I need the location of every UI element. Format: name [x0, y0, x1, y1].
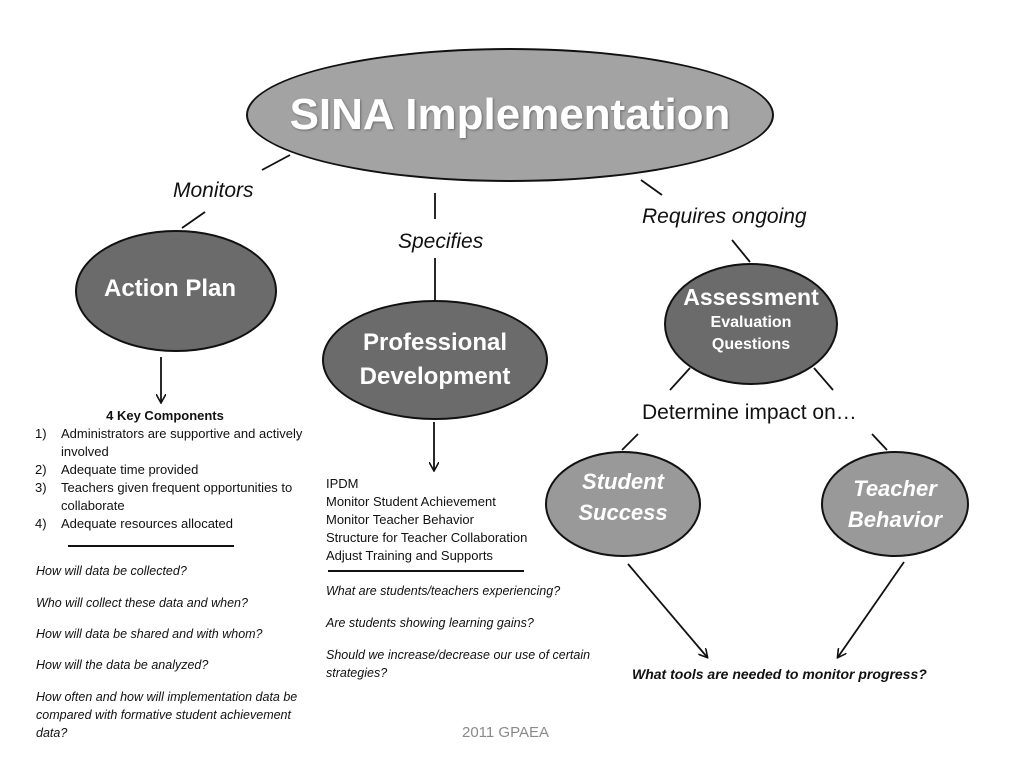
key-components-list: 1)Administrators are supportive and acti…: [35, 425, 305, 533]
page-title: SINA Implementation: [289, 90, 731, 139]
key-components-heading: 4 Key Components: [106, 408, 224, 423]
line-assessment-to-determine-left: [669, 367, 691, 391]
list-item: Structure for Teacher Collaboration: [326, 530, 528, 545]
determine-impact-label: Determine impact on…: [642, 401, 857, 424]
action-plan-question: How often and how will implementation da…: [36, 690, 298, 740]
action-plan-question: Who will collect these data and when?: [36, 596, 248, 610]
arrow-teacher-to-tools: [838, 561, 905, 657]
student-label-line2: Success: [578, 500, 668, 525]
pd-question: Should we increase/decrease our use of c…: [326, 648, 591, 680]
assessment-oval: Assessment Evaluation Questions: [664, 263, 838, 385]
list-item: 1)Administrators are supportive and acti…: [35, 426, 303, 459]
action-plan-question: How will data be collected?: [36, 564, 187, 578]
teacher-label-line2: Behavior: [847, 507, 943, 532]
assessment-label: Assessment: [683, 284, 819, 310]
pd-question: Are students showing learning gains?: [326, 616, 534, 630]
title-oval: SINA Implementation: [246, 48, 774, 182]
line-title-to-monitors: [261, 154, 291, 171]
assessment-sub1: Evaluation: [710, 314, 792, 331]
pd-question: What are students/teachers experiencing?: [326, 584, 561, 598]
list-item: 2)Adequate time provided: [35, 462, 199, 477]
list-item: Monitor Student Achievement: [326, 494, 496, 509]
action-plan-question: How will the data be analyzed?: [36, 658, 209, 672]
list-item: Adjust Training and Supports: [326, 548, 493, 563]
line-determine-to-teacher: [871, 433, 888, 451]
monitors-label: Monitors: [173, 179, 254, 202]
footer-credit: 2011 GPAEA: [462, 724, 549, 741]
specifies-label: Specifies: [398, 230, 484, 253]
action-plan-oval: Action Plan: [75, 230, 277, 352]
tools-question: What tools are needed to monitor progres…: [632, 666, 927, 682]
list-item: Monitor Teacher Behavior: [326, 512, 474, 527]
line-title-to-requires: [640, 179, 663, 196]
list-item: 4)Adequate resources allocated: [35, 516, 234, 531]
list-item: IPDM: [326, 476, 359, 491]
action-plan-question: How will data be shared and with whom?: [36, 627, 263, 641]
pd-label-line1: Professional: [362, 329, 508, 356]
pd-items-list: IPDM Monitor Student Achievement Monitor…: [326, 475, 556, 565]
teacher-behavior-oval: Teacher Behavior: [821, 451, 969, 557]
line-assessment-to-determine-right: [813, 367, 834, 391]
requires-ongoing-label: Requires ongoing: [642, 205, 807, 228]
action-plan-label: Action Plan: [103, 275, 236, 302]
arrow-student-to-tools: [627, 563, 707, 657]
line-monitors-to-action-plan: [181, 211, 206, 229]
list-item: 3)Teachers given frequent opportunities …: [35, 480, 293, 513]
line-requires-to-assessment: [731, 239, 751, 263]
pd-label-line2: Development: [359, 363, 511, 390]
professional-development-oval: Professional Development: [322, 300, 548, 420]
assessment-sub2: Questions: [711, 336, 791, 353]
student-success-oval: Student Success: [545, 451, 701, 557]
teacher-label-line1: Teacher: [853, 476, 937, 501]
line-determine-to-student: [621, 433, 639, 451]
student-label-line1: Student: [582, 469, 664, 494]
